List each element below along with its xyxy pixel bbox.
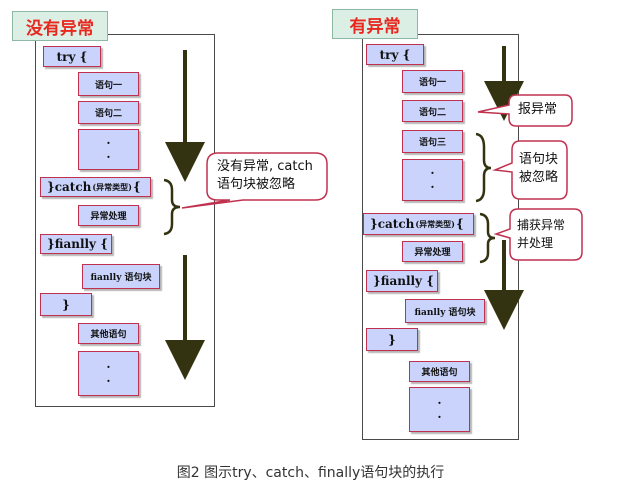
right-close-brace-box: } bbox=[366, 328, 418, 351]
left-other-dots-box: · · bbox=[78, 351, 139, 396]
left-catch-prefix: }catch bbox=[47, 180, 92, 194]
right-catch-callout-line1: 捕获异常 bbox=[517, 218, 566, 232]
left-catch-suffix: { bbox=[132, 180, 141, 194]
right-error-callout-label: 报异常 bbox=[518, 102, 558, 117]
right-error-callout-text: 报异常 bbox=[518, 101, 557, 119]
right-try-label: try { bbox=[379, 47, 411, 62]
left-other-dot-2: · bbox=[106, 373, 111, 388]
right-try-box: try { bbox=[366, 44, 424, 65]
right-stmt3-label: 语句三 bbox=[418, 138, 446, 148]
right-ignored-callout-line1: 语句块 bbox=[519, 152, 559, 167]
right-ignored-callout-line2: 被忽略 bbox=[519, 170, 559, 185]
left-handler-box: 异常处理 bbox=[78, 205, 139, 226]
right-catch-box: }catch (异常类型) { bbox=[363, 213, 474, 235]
left-stmt2-box: 语句二 bbox=[78, 101, 139, 124]
right-other-dot-1: · bbox=[437, 395, 442, 410]
left-stmt1-label: 语句一 bbox=[94, 80, 122, 91]
right-stmt2-label: 语句二 bbox=[418, 107, 446, 118]
right-stmt1-box: 语句一 bbox=[402, 70, 463, 93]
left-dot-1: · bbox=[106, 135, 111, 150]
right-stmt3-box: 语句三 bbox=[402, 130, 463, 153]
right-catch-callout-line2: 并处理 bbox=[517, 236, 554, 250]
left-panel-title: 没有异常 bbox=[12, 11, 108, 41]
right-other-box: 其他语句 bbox=[409, 361, 470, 382]
left-try-label: try { bbox=[56, 49, 88, 64]
right-handler-label: 异常处理 bbox=[414, 248, 451, 258]
left-callout-line2: 语句块被忽略 bbox=[217, 177, 296, 192]
right-other-dots-box: · · bbox=[409, 387, 470, 432]
right-dot-2: · bbox=[430, 180, 435, 194]
left-finally-label: }fianlly { bbox=[47, 237, 108, 251]
left-catch-box: }catch (异常类型) { bbox=[40, 177, 151, 197]
left-finally-block-box: fianlly 语句块 bbox=[82, 264, 160, 289]
right-dot-1: · bbox=[430, 166, 435, 180]
left-close-brace-label: } bbox=[62, 297, 70, 312]
right-catch-suffix: { bbox=[455, 217, 464, 231]
right-other-label: 其他语句 bbox=[421, 368, 458, 378]
left-finally-block-label: fianlly 语句块 bbox=[90, 273, 152, 283]
right-finally-label: }fianlly { bbox=[373, 274, 434, 288]
left-catch-type: (异常类型) bbox=[92, 181, 132, 192]
left-callout-line1: 没有异常, catch bbox=[217, 159, 313, 174]
left-stmt1-box: 语句一 bbox=[78, 72, 139, 96]
right-catch-type: (异常类型) bbox=[415, 218, 455, 229]
right-dots-box: · · bbox=[402, 159, 463, 201]
right-stmt2-box: 语句二 bbox=[402, 100, 463, 122]
left-handler-label: 异常处理 bbox=[90, 212, 127, 222]
right-other-dot-2: · bbox=[437, 409, 442, 424]
figure-caption: 图2 图示try、catch、finally语句块的执行 bbox=[176, 465, 445, 481]
left-stmt2-label: 语句二 bbox=[94, 109, 122, 119]
left-try-box: try { bbox=[43, 46, 101, 67]
right-finally-block-box: fianlly 语句块 bbox=[405, 299, 485, 323]
left-dots-box: · · bbox=[78, 129, 139, 170]
left-other-label: 其他语句 bbox=[90, 330, 127, 340]
right-stmt1-label: 语句一 bbox=[418, 78, 446, 88]
left-close-brace-box: } bbox=[40, 293, 92, 316]
right-handler-box: 异常处理 bbox=[402, 241, 463, 262]
right-panel-title: 有异常 bbox=[332, 9, 418, 39]
right-catch-prefix: }catch bbox=[370, 217, 415, 231]
right-close-brace-label: } bbox=[388, 332, 396, 347]
left-dot-2: · bbox=[106, 149, 111, 164]
right-finally-box: }fianlly { bbox=[366, 270, 438, 292]
right-ignored-callout-text: 语句块 被忽略 bbox=[519, 151, 558, 187]
left-other-dot-1: · bbox=[106, 359, 111, 374]
left-other-box: 其他语句 bbox=[78, 323, 139, 344]
left-finally-box: }fianlly { bbox=[40, 234, 112, 254]
right-catch-callout-text: 捕获异常 并处理 bbox=[517, 216, 565, 252]
right-finally-block-label: fianlly 语句块 bbox=[414, 307, 476, 318]
left-callout-text: 没有异常, catch 语句块被忽略 bbox=[217, 158, 313, 194]
